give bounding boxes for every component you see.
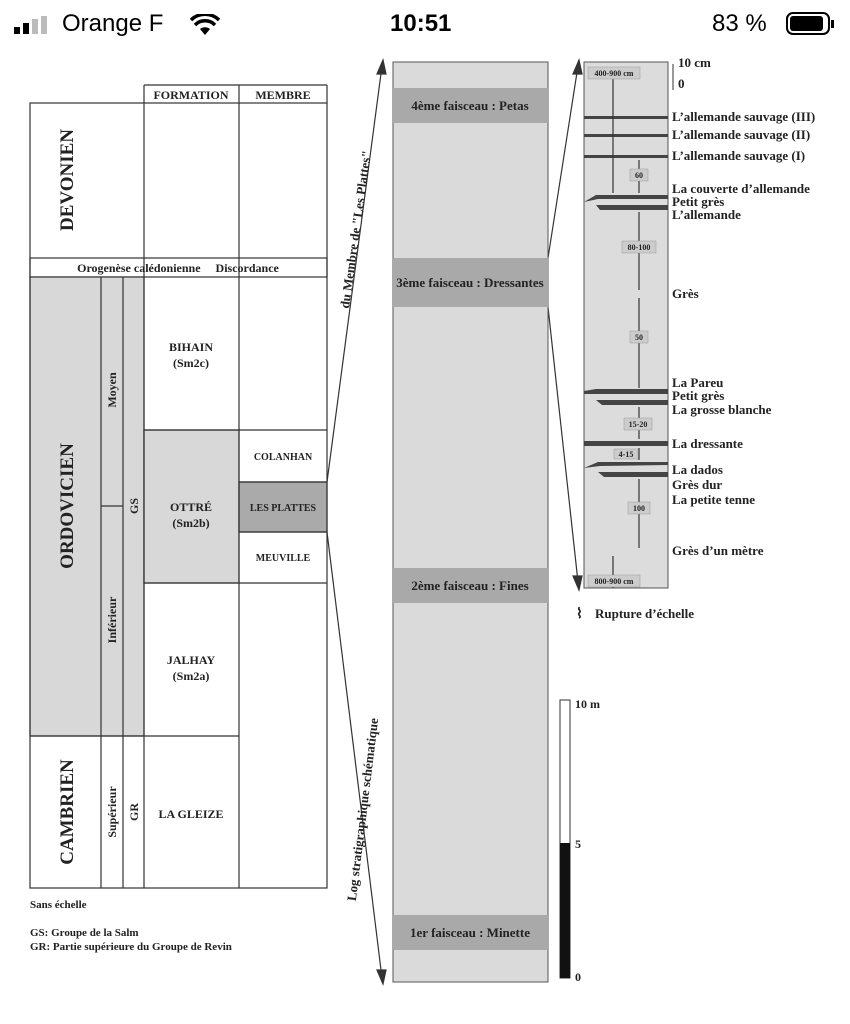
thickness-50: 50	[635, 333, 643, 342]
layer: Grès dur	[672, 477, 722, 492]
membre-colanhan: COLANHAN	[254, 452, 313, 463]
layer: Grès	[672, 286, 699, 301]
thickness-60: 60	[635, 171, 643, 180]
formation-ottre-code: (Sm2b)	[172, 516, 209, 530]
scale-bar-5: 5	[575, 837, 581, 851]
layer: Petit grès	[672, 194, 724, 209]
layer: La dressante	[672, 436, 743, 451]
signal-icon	[14, 16, 47, 34]
scale-bar-0: 0	[575, 970, 581, 984]
sub-gs: GS	[127, 498, 141, 514]
right-column	[583, 61, 669, 589]
layer: Petit grès	[672, 388, 724, 403]
membre-meuville: MEUVILLE	[256, 553, 311, 564]
orogenese-label: Orogenèse calédonienne Discordance	[77, 261, 279, 275]
formation-la-gleize: LA GLEIZE	[158, 807, 223, 821]
layer: Grès d’un mètre	[672, 543, 764, 558]
scale-bar-10m: 10 m	[575, 697, 600, 711]
formation-bihain: BIHAIN	[169, 340, 213, 354]
formation-jalhay: JALHAY	[167, 653, 216, 667]
clock: 10:51	[390, 10, 452, 37]
thickness-100: 100	[633, 504, 645, 513]
era-devonien: DEVONIEN	[57, 129, 78, 231]
band-fines: 2ème faisceau : Fines	[411, 578, 528, 593]
battery-icon	[786, 12, 834, 35]
layer: La Pareu	[672, 375, 723, 390]
lower-arrow	[326, 531, 383, 979]
scale-10cm: 10 cm	[678, 55, 711, 70]
arrow-label-upper: du Membre de "Les Plattes"	[337, 149, 374, 309]
membre-les-plattes: LES PLATTES	[250, 503, 317, 514]
left-table	[29, 84, 328, 889]
layer: L’allemande	[672, 207, 741, 222]
era-cambrien: CAMBRIEN	[57, 759, 78, 865]
layer: La couverte d’allemande	[672, 181, 810, 196]
sub-superieur: Supérieur	[105, 786, 119, 838]
carrier: Orange F	[62, 10, 164, 37]
thickness-800-900: 800-900 cm	[595, 577, 634, 586]
note-sans-echelle: Sans échelle	[30, 899, 87, 911]
sub-gr: GR	[127, 803, 141, 821]
formation-jalhay-code: (Sm2a)	[173, 669, 210, 683]
layer: L’allemande sauvage (I)	[672, 148, 805, 163]
thickness-15-20: 15-20	[629, 420, 648, 429]
thickness-400-900: 400-900 cm	[595, 69, 634, 78]
sub-moyen: Moyen	[105, 372, 119, 408]
thickness-4-15: 4-15	[619, 450, 634, 459]
formation-ottre: OTTRÉ	[170, 500, 212, 514]
wifi-icon	[190, 14, 220, 35]
arrow-head-down	[376, 969, 387, 986]
band-petas: 4ème faisceau : Petas	[411, 98, 528, 113]
battery-percent: 83 %	[712, 10, 767, 37]
note-gr: GR: Partie supérieure du Groupe de Revin	[30, 941, 232, 953]
scale-0: 0	[678, 76, 685, 91]
layer: La grosse blanche	[672, 402, 772, 417]
era-ordovicien: ORDOVICIEN	[57, 443, 78, 569]
scale-bar: 10 m 5 0	[559, 697, 600, 984]
note-gs: GS: Groupe de la Salm	[30, 927, 139, 939]
middle-column	[392, 61, 549, 983]
sub-inferieur: Inférieur	[105, 596, 119, 643]
header-formation: FORMATION	[153, 88, 228, 102]
header-membre: MEMBRE	[255, 88, 310, 102]
arrow-head-up	[376, 58, 387, 75]
arrow-label-lower: Log stratigraphique schématique	[344, 717, 381, 902]
layer: L’allemande sauvage (III)	[672, 109, 815, 124]
rupture-icon: ⌇	[576, 606, 583, 622]
status-bar: Orange F 10:51 83 %	[0, 0, 850, 48]
band-dressantes: 3ème faisceau : Dressantes	[396, 275, 543, 290]
thickness-80-100: 80-100	[628, 243, 651, 252]
rupture-label: Rupture d’échelle	[595, 606, 694, 621]
band-minette: 1er faisceau : Minette	[410, 925, 530, 940]
layer: La petite tenne	[672, 492, 755, 507]
layer: La dados	[672, 462, 723, 477]
formation-bihain-code: (Sm2c)	[173, 356, 209, 370]
layer: L’allemande sauvage (II)	[672, 127, 810, 142]
upper-arrow	[326, 65, 383, 483]
